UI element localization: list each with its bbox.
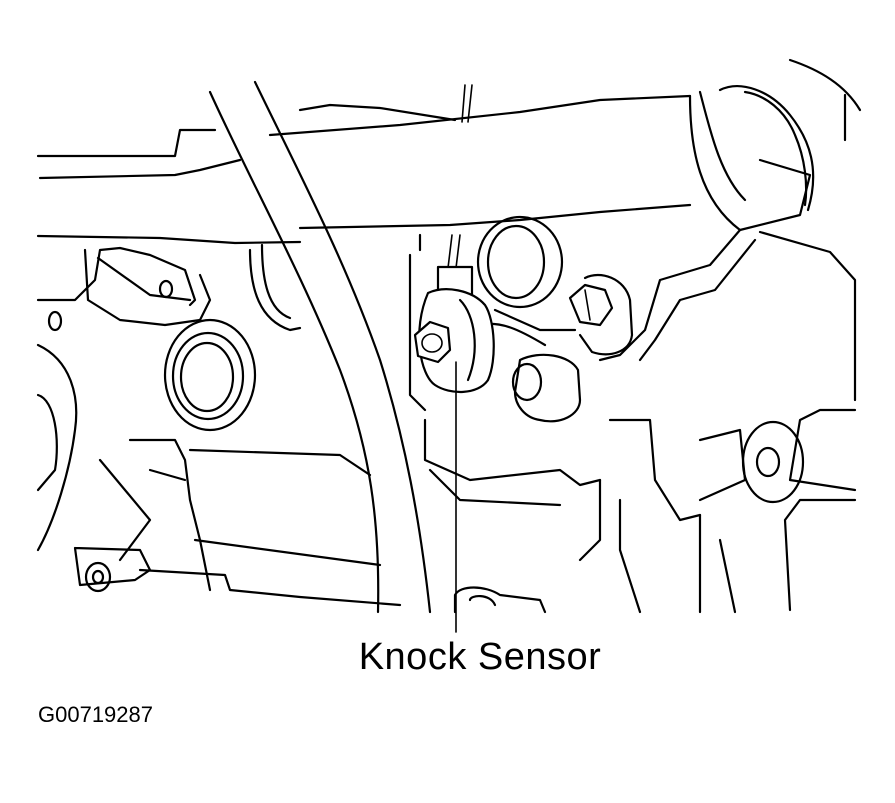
figure-code: G00719287 [38,702,153,727]
cylinder-block-left [36,246,402,607]
intake-runner [36,84,692,245]
crankshaft-seal [163,243,302,432]
right-boss [741,420,805,504]
knock-sensor-label: Knock Sensor [358,636,602,678]
mounting-bolt [568,273,634,356]
timing-housing [598,58,862,612]
cylinder-block-middle [408,215,747,614]
dipstick-tube [208,80,432,614]
knock-sensor [413,234,495,394]
stud-boss [511,353,582,423]
